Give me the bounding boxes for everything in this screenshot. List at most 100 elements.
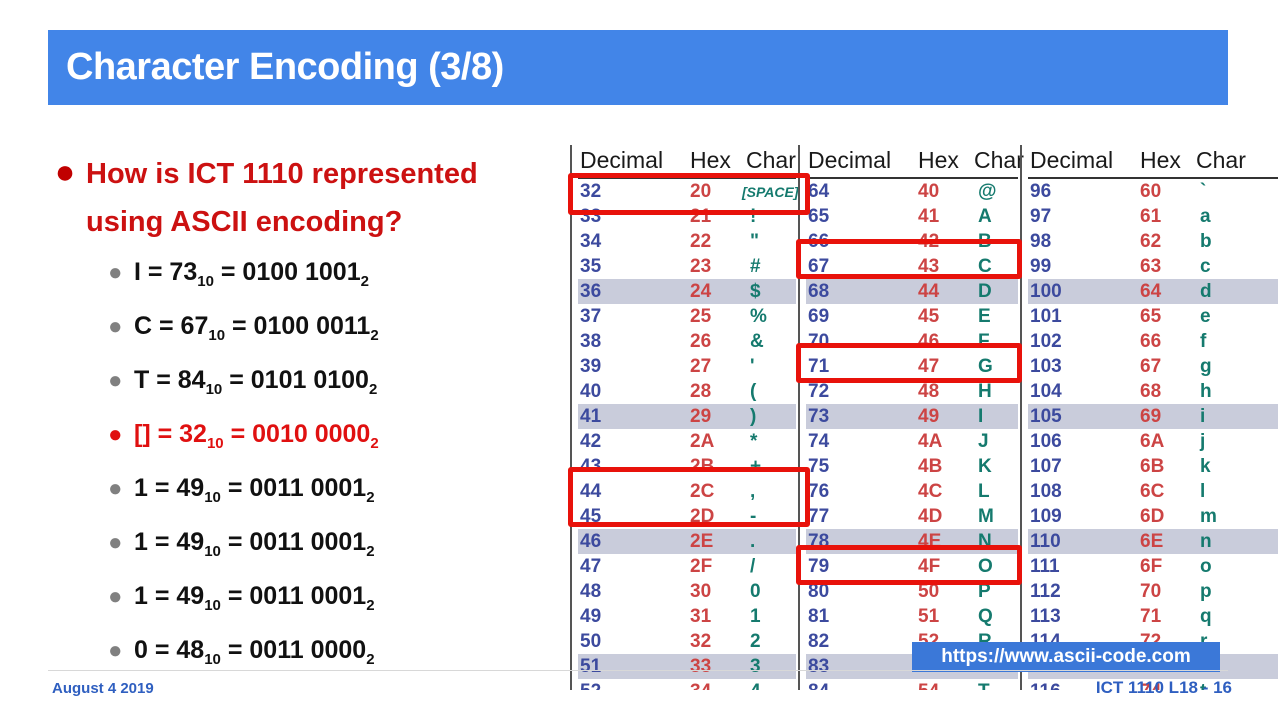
- cell-hex: 4A: [918, 431, 943, 452]
- cell-decimal: 105: [1030, 406, 1062, 427]
- cell-hex: 2B: [690, 456, 715, 477]
- cell-hex: 50: [918, 581, 940, 602]
- cell-decimal: 98: [1030, 231, 1052, 252]
- cell-decimal: 106: [1030, 431, 1062, 452]
- cell-char: ": [750, 231, 760, 252]
- cell-hex: 49: [918, 406, 940, 427]
- cell-hex: 4C: [918, 481, 943, 502]
- cell-char: .: [750, 531, 756, 552]
- cell-char: K: [978, 456, 992, 477]
- cell-char: f: [1200, 331, 1207, 352]
- footer-divider: [48, 670, 1228, 671]
- table-row: 34 22 ": [578, 229, 796, 254]
- cell-char: d: [1200, 281, 1212, 302]
- cell-char: 1: [750, 606, 761, 627]
- cell-decimal: 75: [808, 456, 830, 477]
- cell-char: ': [750, 356, 755, 377]
- encoding-equation: C = 6710 = 0100 00112: [134, 312, 379, 344]
- cell-hex: 24: [690, 281, 712, 302]
- header-decimal: Decimal: [580, 147, 664, 173]
- list-item: ● I = 7310 = 0100 10012: [48, 250, 558, 304]
- ascii-column-2-header: Decimal Hex Char: [806, 145, 1024, 179]
- footer-slide-number: ICT 1110 L18 - 16: [1095, 678, 1232, 697]
- table-row: 75 4B K: [806, 454, 1018, 479]
- bullet-icon: ●: [108, 583, 123, 610]
- cell-hex: 2F: [690, 556, 713, 577]
- encoding-equation: I = 7310 = 0100 10012: [134, 258, 369, 290]
- header-decimal: Decimal: [808, 147, 892, 173]
- cell-decimal: 66: [808, 231, 830, 252]
- cell-hex: 6A: [1140, 431, 1165, 452]
- cell-char: Q: [978, 606, 993, 627]
- ascii-column-3-header: Decimal Hex Char: [1028, 145, 1278, 179]
- cell-hex: 71: [1140, 606, 1162, 627]
- encoding-equation: 1 = 4910 = 0011 00012: [134, 474, 375, 506]
- cell-hex: 2A: [690, 431, 715, 452]
- bullet-icon: ●: [108, 259, 123, 286]
- cell-char: i: [1200, 406, 1206, 427]
- cell-decimal: 113: [1030, 606, 1061, 627]
- cell-decimal: 96: [1030, 181, 1052, 202]
- cell-hex: 6F: [1140, 556, 1163, 577]
- list-item: ●1 = 4910 = 0011 00012: [48, 520, 558, 574]
- cell-hex: 44: [918, 281, 940, 302]
- list-item: ●C = 6710 = 0100 00112: [48, 304, 558, 358]
- cell-char: G: [978, 356, 993, 377]
- cell-decimal: 38: [580, 331, 602, 352]
- cell-hex: 42: [918, 231, 940, 252]
- cell-decimal: 46: [580, 531, 602, 552]
- slide-title-banner: Character Encoding (3/8): [48, 30, 1228, 105]
- encoding-equation: 0 = 4810 = 0011 00002: [134, 636, 375, 668]
- cell-char: r: [1200, 629, 1207, 654]
- cell-hex: 6B: [1140, 456, 1165, 477]
- cell-decimal: 74: [808, 431, 830, 452]
- footer-date: August 4 2019: [52, 680, 154, 697]
- cell-decimal: 34: [580, 231, 602, 252]
- cell-decimal: 32: [580, 181, 602, 202]
- cell-char: e: [1200, 306, 1211, 327]
- header-char: Char: [1196, 147, 1246, 173]
- cell-decimal: 77: [808, 506, 830, 527]
- cell-hex: 22: [690, 231, 712, 252]
- cell-hex: 20: [690, 181, 712, 202]
- encoding-equation: T = 8410 = 0101 01002: [134, 366, 378, 398]
- cell-decimal: 45: [580, 506, 602, 527]
- cell-char: N: [978, 531, 992, 552]
- cell-decimal: 48: [580, 581, 602, 602]
- cell-char: t: [1200, 679, 1206, 690]
- cell-char: m: [1200, 506, 1217, 527]
- cell-hex: 63: [1140, 256, 1162, 277]
- cell-decimal: 79: [808, 556, 830, 577]
- cell-hex: 4B: [918, 456, 943, 477]
- cell-decimal: 70: [808, 331, 830, 352]
- list-item: ●[] = 3210 = 0010 00002: [48, 412, 558, 466]
- ascii-code-url-badge[interactable]: https://www.ascii-code.com: [912, 642, 1220, 672]
- cell-decimal: 112: [1030, 581, 1061, 602]
- cell-decimal: 108: [1030, 481, 1062, 502]
